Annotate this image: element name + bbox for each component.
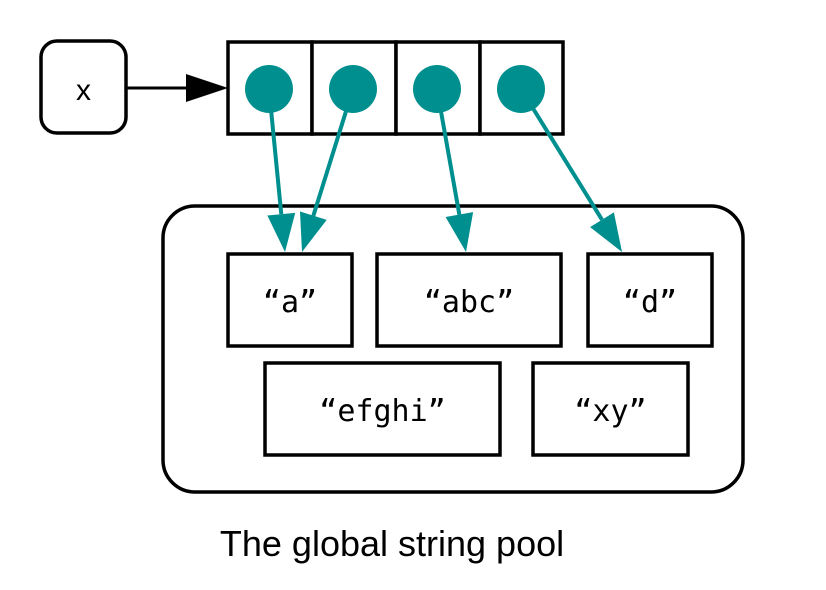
pointer-arrowhead xyxy=(299,211,327,252)
pointer-arrow-line xyxy=(519,87,604,221)
pointer-dot xyxy=(413,65,461,113)
string-box xyxy=(226,252,354,348)
string-pool: “a” “abc” “d” “efghi” “xy” xyxy=(161,204,745,494)
binding-arrow xyxy=(126,74,228,102)
pointer-dot xyxy=(245,65,293,113)
vector-cell xyxy=(394,40,482,136)
pointer-arrowhead xyxy=(267,212,296,252)
variable-x-node: x xyxy=(39,39,128,135)
variable-label: x xyxy=(76,74,91,107)
string-node-a: “a” xyxy=(226,252,354,348)
pointer-dot xyxy=(497,65,545,113)
string-box xyxy=(531,361,690,457)
pool-caption: The global string pool xyxy=(220,523,564,564)
string-box xyxy=(586,252,714,348)
string-label: “a” xyxy=(263,285,317,320)
pointer-arrowhead xyxy=(590,212,622,252)
string-node-d: “d” xyxy=(586,252,714,348)
string-box xyxy=(375,252,563,348)
string-node-abc: “abc” xyxy=(375,252,563,348)
string-node-xy: “xy” xyxy=(531,361,690,457)
pointer-arrowhead xyxy=(445,212,474,252)
binding-arrowhead xyxy=(186,74,228,102)
string-label: “abc” xyxy=(424,285,514,320)
string-label: “d” xyxy=(623,285,677,320)
string-label: “efghi” xyxy=(319,394,445,429)
pointer-dot xyxy=(329,65,377,113)
vector-cell xyxy=(478,40,565,136)
string-label: “xy” xyxy=(574,394,646,429)
pointer-group xyxy=(245,65,622,252)
string-box xyxy=(263,361,502,457)
string-node-efghi: “efghi” xyxy=(263,361,502,457)
